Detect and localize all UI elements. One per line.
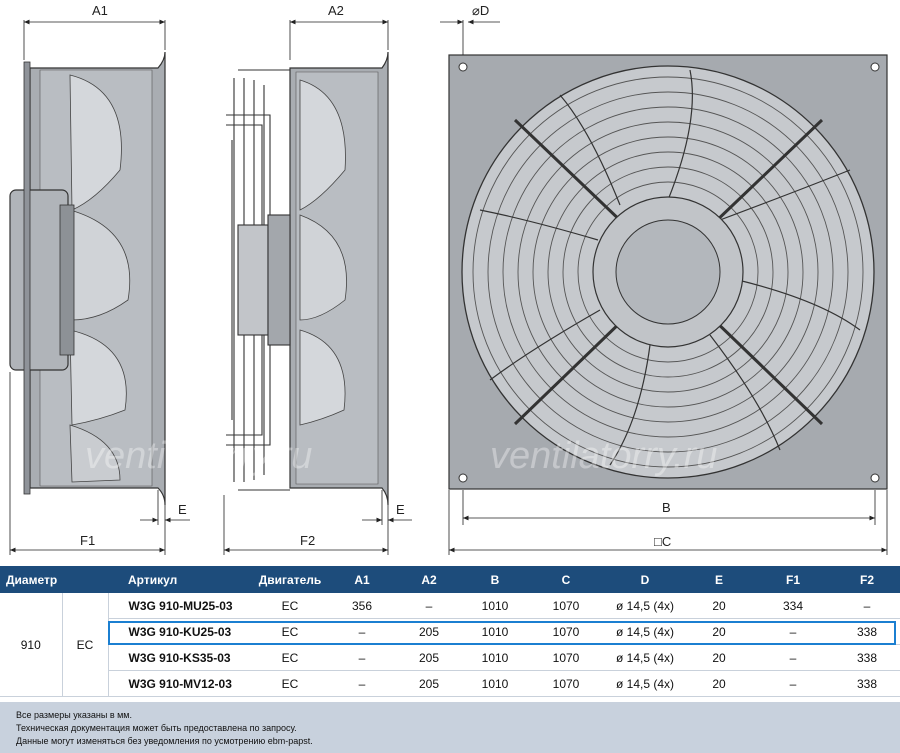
note-units: Все размеры указаны в мм. [16, 710, 132, 720]
header-c: C [528, 566, 604, 593]
a2-cell: – [396, 593, 462, 619]
dim-b-label: B [662, 500, 671, 515]
b-cell: 1010 [462, 644, 528, 671]
article-cell: W3G 910-MV12-03 [108, 670, 252, 697]
c-cell: 1070 [528, 593, 604, 619]
f2-cell: – [834, 593, 900, 619]
motor-cell: EC [252, 644, 328, 671]
a1-cell: – [328, 644, 396, 671]
a2-cell: 205 [396, 670, 462, 697]
a1-cell: – [328, 670, 396, 697]
highlighted-row-frame [108, 621, 896, 645]
b-cell: 1010 [462, 670, 528, 697]
c-cell: 1070 [528, 670, 604, 697]
header-e: E [686, 566, 752, 593]
f1-cell: – [752, 670, 834, 697]
fan-side-view-a2: A2 F2 E [223, 3, 412, 555]
note-documentation: Техническая документация может быть пред… [16, 723, 297, 733]
header-a1: A1 [328, 566, 396, 593]
article-cell: W3G 910-KS35-03 [108, 644, 252, 671]
header-article: Артикул [108, 566, 252, 593]
note-changes: Данные могут изменяться без уведомления … [16, 736, 313, 746]
d-cell: ø 14,5 (4x) [604, 670, 686, 697]
e-cell: 20 [686, 644, 752, 671]
a2-cell: 205 [396, 644, 462, 671]
dim-a1-label: A1 [92, 3, 108, 18]
motor-group-cell: EC [62, 593, 109, 697]
footnotes: Все размеры указаны в мм. Техническая до… [0, 702, 900, 753]
header-f1: F1 [752, 566, 834, 593]
dim-a2-label: A2 [328, 3, 344, 18]
spec-table-header: Диаметр Артикул Двигатель A1 A2 B C D E … [0, 566, 900, 593]
motor-cell: EC [252, 593, 328, 619]
dim-f1-label: F1 [80, 533, 95, 548]
d-cell: ø 14,5 (4x) [604, 593, 686, 619]
b-cell: 1010 [462, 593, 528, 619]
dim-e-label-2: E [396, 502, 405, 517]
header-d: D [604, 566, 686, 593]
dim-d-label: ⌀D [472, 3, 489, 18]
f1-cell: – [752, 644, 834, 671]
fan-side-view-a1: A1 F1 E [9, 3, 190, 555]
f1-cell: 334 [752, 593, 834, 619]
watermark-right: ventilatorry.ru [490, 435, 717, 477]
dim-f2-label: F2 [300, 533, 315, 548]
header-a2: A2 [396, 566, 462, 593]
dim-e-label-1: E [178, 502, 187, 517]
dim-c-label: □C [654, 534, 671, 549]
diameter-cell: 910 [0, 593, 63, 697]
fan-front-view: ⌀D B □C [440, 3, 888, 555]
header-b: B [462, 566, 528, 593]
e-cell: 20 [686, 670, 752, 697]
a1-cell: 356 [328, 593, 396, 619]
f2-cell: 338 [834, 644, 900, 671]
header-motor: Двигатель [252, 566, 328, 593]
table-row: W3G 910-MV12-03 EC – 205 1010 1070 ø 14,… [0, 670, 900, 697]
motor-cell: EC [252, 670, 328, 697]
table-row: W3G 910-KS35-03 EC – 205 1010 1070 ø 14,… [0, 644, 900, 671]
watermark-left: ventilatorry.ru [85, 435, 312, 477]
e-cell: 20 [686, 593, 752, 619]
f2-cell: 338 [834, 670, 900, 697]
header-diameter: Диаметр [0, 566, 108, 593]
article-cell: W3G 910-MU25-03 [108, 593, 252, 619]
header-f2: F2 [834, 566, 900, 593]
d-cell: ø 14,5 (4x) [604, 644, 686, 671]
c-cell: 1070 [528, 644, 604, 671]
table-row: 910 EC W3G 910-MU25-03 EC 356 – 1010 107… [0, 593, 900, 697]
technical-drawing: A1 F1 E A2 F2 [9, 3, 888, 555]
